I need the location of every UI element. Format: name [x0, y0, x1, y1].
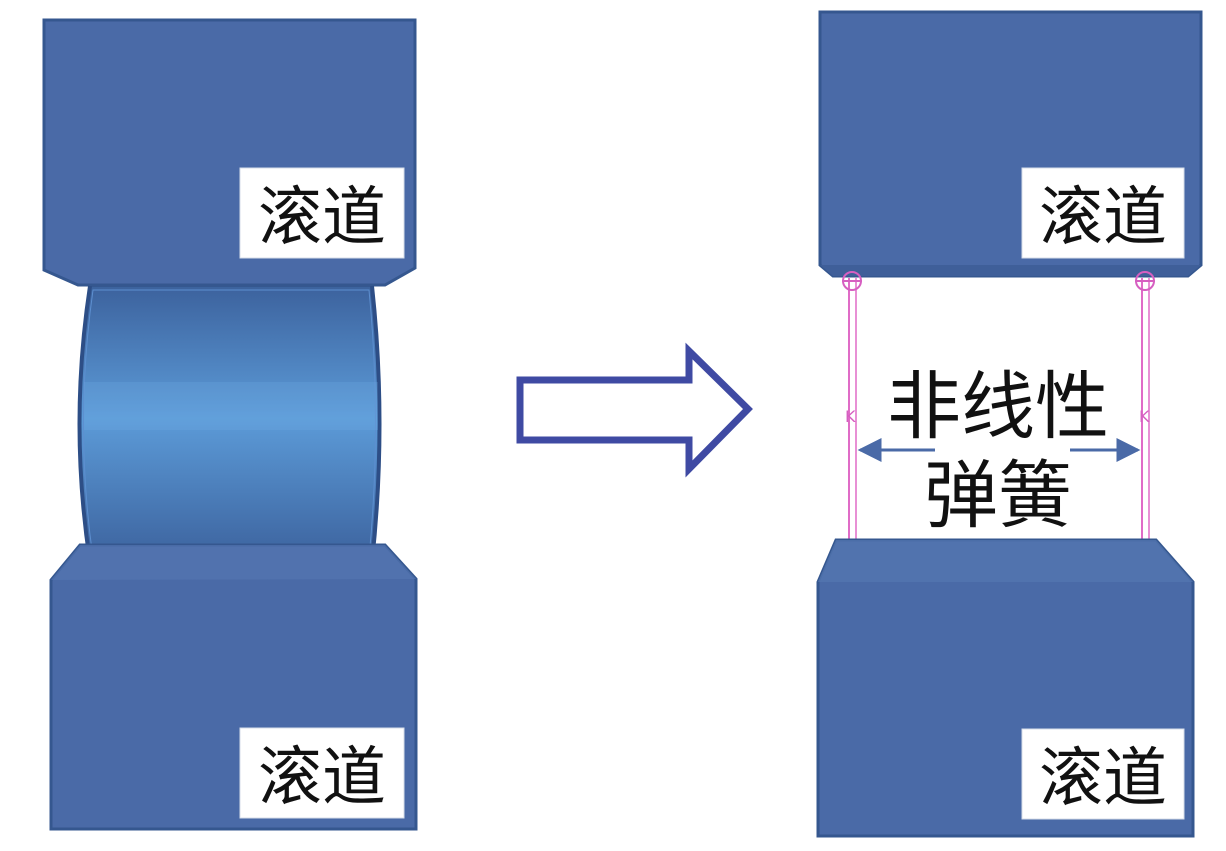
nonlinear-spring-right: K — [1134, 271, 1156, 564]
right-assembly: 滚道 K K — [816, 10, 1203, 838]
left-bottom-raceway-label-box — [239, 727, 405, 819]
nonlinear-spring-label-group: 非线性 弹簧 — [887, 364, 1109, 539]
right-top-raceway-block: 滚道 — [818, 10, 1203, 278]
left-top-raceway-block: 滚道 — [42, 18, 417, 287]
transform-arrow-icon — [516, 342, 753, 478]
left-assembly: 滚道 滚道 — [42, 18, 418, 831]
left-bottom-raceway-label: 滚道 — [258, 741, 386, 815]
left-bottom-raceway-block: 滚道 — [49, 543, 418, 831]
right-bottom-raceway-label-box — [1021, 728, 1185, 820]
nonlinear-spring-label-line-2: 弹簧 — [924, 453, 1072, 539]
right-bottom-raceway-label: 滚道 — [1039, 742, 1167, 816]
left-roller — [77, 285, 382, 563]
spring-k-label: K — [1139, 407, 1150, 426]
left-top-raceway-label: 滚道 — [258, 181, 386, 255]
right-bottom-raceway-block: 滚道 — [816, 538, 1195, 838]
right-top-raceway-label-box — [1021, 167, 1185, 259]
nonlinear-spring-label-line-1: 非线性 — [887, 364, 1109, 450]
left-top-raceway-label-box — [239, 167, 405, 259]
nonlinear-spring-left: K — [841, 271, 863, 564]
right-top-raceway-label: 滚道 — [1039, 181, 1167, 255]
spring-k-label: K — [845, 407, 856, 426]
